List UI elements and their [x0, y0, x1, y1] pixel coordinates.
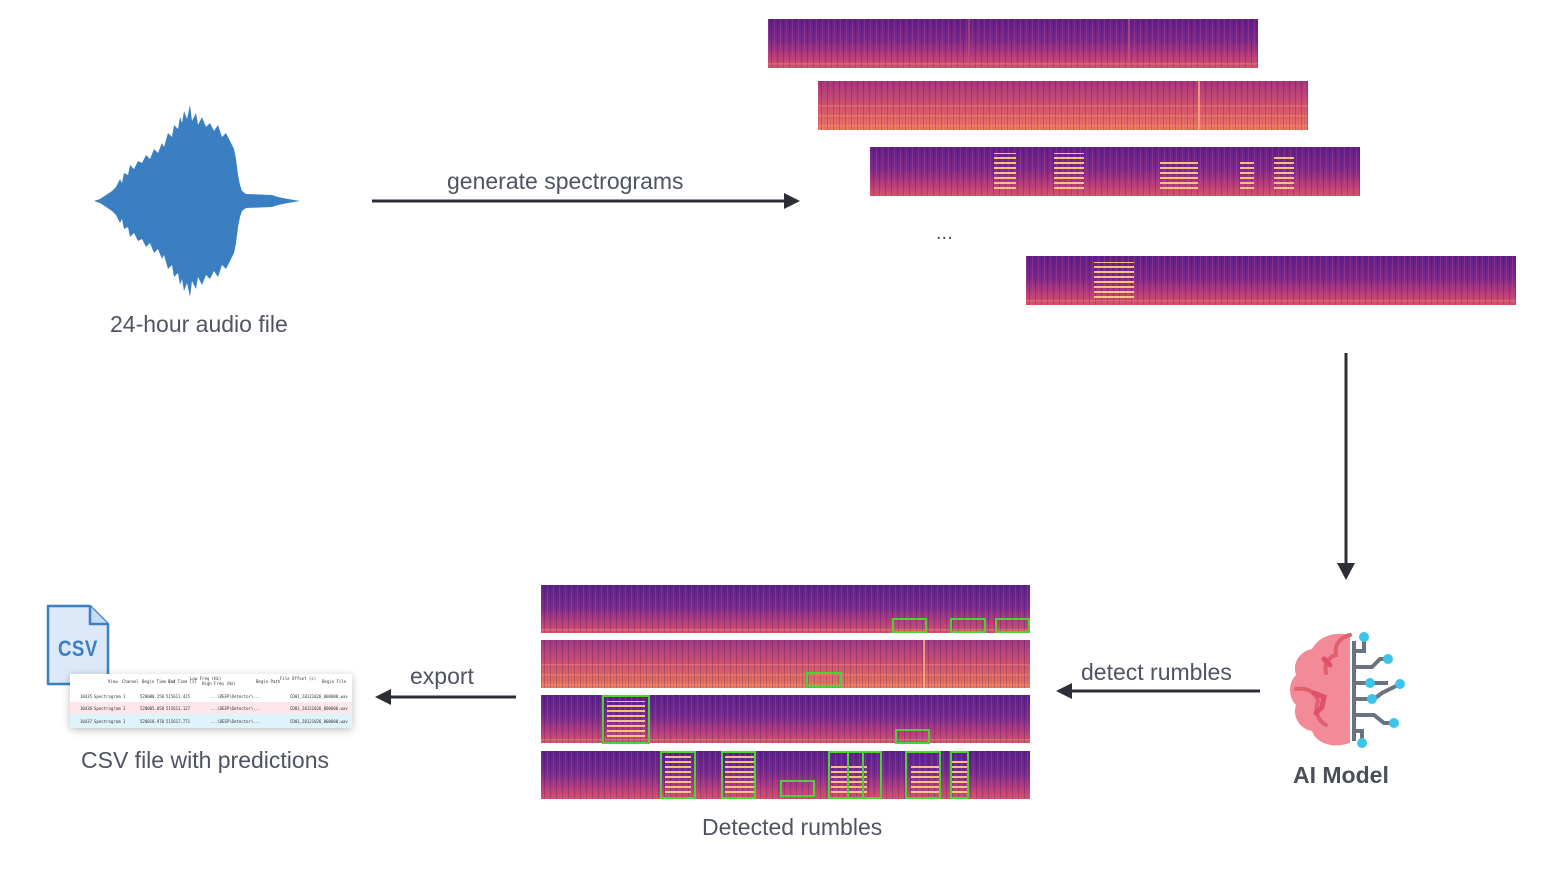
csv-cell: 515611.415	[166, 694, 191, 699]
ellipsis-text: ...	[936, 222, 953, 244]
csv-caption-label: CSV file with predictions	[81, 747, 329, 773]
detection-box	[660, 751, 696, 799]
detected-spectrogram-1	[541, 585, 1030, 633]
detection-box	[721, 751, 756, 799]
csv-cell: 520005.050	[140, 706, 165, 711]
table-row: 10437 Spectrogram 1 520010.970 515617.77…	[70, 714, 352, 728]
csv-cell: 10437	[80, 719, 93, 724]
table-row: 10435 Spectrogram 1 520000.250 515611.41…	[70, 690, 352, 702]
csv-header: Begin File	[322, 679, 347, 684]
csv-cell: 520010.970	[140, 719, 165, 724]
detected-spectrogram-2	[541, 640, 1030, 688]
csv-cell: ...\DEEP\Detector\...	[210, 694, 261, 699]
csv-preview-table: View Channel Begin Time (s) End Time (s)…	[70, 674, 352, 728]
arrow-left-icon	[373, 688, 518, 708]
detection-box	[602, 695, 650, 744]
csv-cell: Spectrogram 1	[94, 719, 126, 724]
spectrogram-2	[818, 81, 1308, 130]
detection-box	[780, 780, 815, 797]
csv-file-icon: CSV	[46, 604, 110, 686]
detection-box	[895, 729, 930, 744]
detected-spectrogram-4	[541, 751, 1030, 799]
csv-header: High Freq (Hz)	[202, 681, 236, 686]
csv-header: View	[108, 679, 118, 684]
csv-cell: 515611.127	[166, 706, 191, 711]
csv-cell: 515617.771	[166, 719, 191, 724]
csv-cell: CD01_20121026_000000.wav	[290, 706, 348, 711]
arrow-right-icon	[372, 192, 802, 212]
csv-header: Channel	[122, 679, 139, 684]
csv-header: End Time (s)	[168, 679, 197, 684]
csv-header: File Offset (s)	[280, 676, 317, 681]
detected-spectrogram-3	[541, 695, 1030, 743]
csv-cell: 520000.250	[140, 694, 165, 699]
detection-box	[847, 751, 882, 799]
detection-box	[950, 751, 969, 799]
detection-box	[828, 751, 864, 799]
csv-cell: ...\DEEP\Detector\...	[210, 719, 261, 724]
csv-cell: Spectrogram 1	[94, 694, 126, 699]
audio-file-label: 24-hour audio file	[110, 311, 288, 337]
csv-cell: CD01_20121026_000000.wav	[290, 719, 348, 724]
arrow-down-icon	[1335, 353, 1357, 581]
detection-box	[995, 618, 1030, 633]
ai-brain-icon	[1288, 631, 1408, 751]
ai-model-label: AI Model	[1293, 762, 1389, 788]
audio-waveform-icon	[92, 103, 302, 299]
spectrogram-3	[870, 147, 1360, 196]
csv-cell: 10436	[80, 706, 93, 711]
arrow-left-icon	[1054, 682, 1262, 702]
csv-icon-text: CSV	[58, 636, 98, 661]
detection-box	[806, 672, 842, 687]
csv-cell: Spectrogram 1	[94, 706, 126, 711]
csv-cell: 10435	[80, 694, 93, 699]
spectrogram-1	[768, 19, 1258, 68]
csv-header-row: View Channel Begin Time (s) End Time (s)…	[70, 674, 352, 690]
detected-rumbles-label: Detected rumbles	[702, 814, 883, 840]
csv-cell: ...\DEEP\Detector\...	[210, 706, 261, 711]
csv-header: Begin Time (s)	[142, 679, 176, 684]
csv-cell: CD01_20121026_000000.wav	[290, 694, 348, 699]
detect-rumbles-label: detect rumbles	[1081, 659, 1232, 685]
spectrogram-4	[1026, 256, 1516, 305]
generate-spectrograms-label: generate spectrograms	[447, 168, 684, 194]
export-label: export	[410, 663, 474, 689]
detection-box	[950, 618, 986, 633]
detection-box	[892, 618, 927, 633]
table-row: 10436 Spectrogram 1 520005.050 515611.12…	[70, 702, 352, 714]
csv-header: Begin Path	[256, 679, 281, 684]
csv-header: Low Freq (Hz)	[190, 676, 222, 681]
detection-box	[905, 751, 941, 799]
